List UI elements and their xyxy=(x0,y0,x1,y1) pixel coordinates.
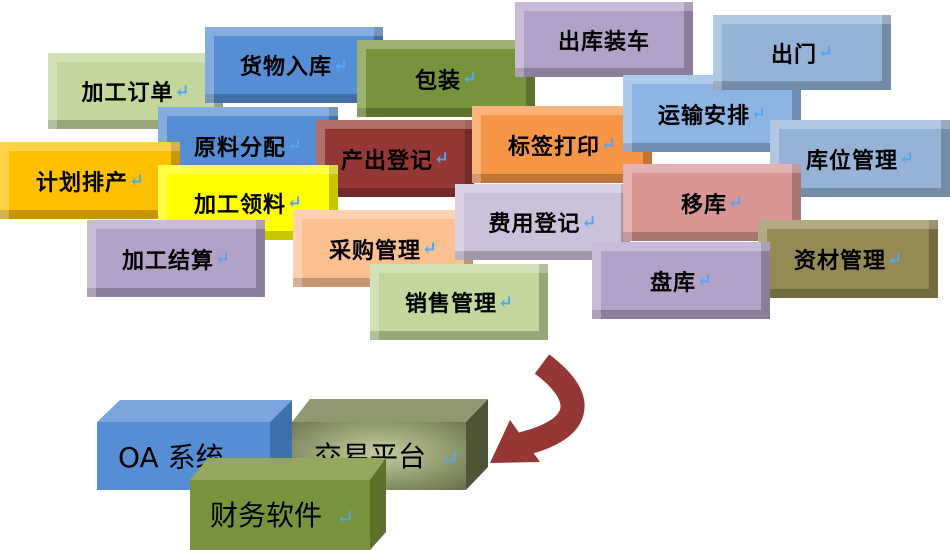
module-chumen: 出门↵ xyxy=(713,15,891,90)
module-panku: 盘库↵ xyxy=(592,242,770,319)
module-label: 标签打印 xyxy=(507,133,600,160)
module-xiaoshou-guanli: 销售管理↵ xyxy=(370,264,548,340)
module-label: 移库 xyxy=(680,191,727,218)
return-mark-icon: ↵ xyxy=(174,80,190,102)
return-mark-icon: ↵ xyxy=(886,248,903,270)
module-zicai-guanli: 资材管理↵ xyxy=(758,220,938,298)
finance-software-block: 财务软件 ↵ xyxy=(190,458,386,550)
curved-arrow-icon xyxy=(490,354,585,463)
return-mark-icon: ↵ xyxy=(581,211,597,233)
finance-software-label: 财务软件 xyxy=(210,499,322,532)
module-label: 销售管理 xyxy=(404,291,497,317)
module-label: 计划排产 xyxy=(35,169,128,196)
return-mark-icon: ↵ xyxy=(898,148,915,169)
return-mark-icon: ↵ xyxy=(286,135,303,156)
return-mark-icon: ↵ xyxy=(421,238,438,259)
module-label: 出门 xyxy=(770,41,817,68)
module-jihua-paichan: 计划排产↵ xyxy=(0,142,180,219)
module-label: 产出登记 xyxy=(340,147,433,174)
module-label: 出库装车 xyxy=(557,28,650,55)
module-label: 货物入库 xyxy=(239,54,332,80)
return-mark-icon: ↵ xyxy=(461,68,478,89)
module-label: 运输安排 xyxy=(657,102,750,129)
return-mark-icon: ↵ xyxy=(128,170,145,191)
return-mark-icon: ↵ xyxy=(817,42,834,63)
module-label: 包装 xyxy=(414,67,461,94)
module-label: 盘库 xyxy=(649,269,696,296)
return-mark-icon: ↵ xyxy=(332,54,349,76)
module-label: 加工领料 xyxy=(193,191,286,218)
module-label: 原料分配 xyxy=(193,134,286,161)
module-chanchu-dengji: 产出登记↵ xyxy=(316,120,474,197)
module-label: 加工结算 xyxy=(121,247,214,274)
return-mark-icon: ↵ xyxy=(600,134,617,155)
return-mark-icon: ↵ xyxy=(214,248,231,269)
module-label: 采购管理 xyxy=(328,237,421,264)
module-huowu-ruku: 货物入库↵ xyxy=(205,27,383,103)
module-chuku-zhuangche: 出库装车 xyxy=(515,2,693,77)
return-mark-icon: ↵ xyxy=(286,192,303,213)
module-biaoqian-dayin: 标签打印↵ xyxy=(472,106,652,183)
oa-system-block: OA 系统 xyxy=(97,400,292,490)
module-jiagong-jiesuan: 加工结算↵ xyxy=(87,220,265,297)
svg-text:↵: ↵ xyxy=(441,447,459,472)
module-label: 加工订单 xyxy=(81,80,174,106)
return-mark-icon: ↵ xyxy=(433,148,450,169)
svg-text:↵: ↵ xyxy=(336,506,354,531)
return-mark-icon: ↵ xyxy=(497,291,514,313)
module-label: 资材管理 xyxy=(793,248,886,274)
return-mark-icon: ↵ xyxy=(750,103,767,124)
return-mark-icon: ↵ xyxy=(727,192,744,213)
module-jiagong-dingdan: 加工订单↵ xyxy=(48,53,223,129)
module-label: 费用登记 xyxy=(488,211,581,237)
return-mark-icon: ↵ xyxy=(696,270,713,291)
module-baozhuang: 包装↵ xyxy=(357,40,535,117)
module-label: 库位管理 xyxy=(805,147,898,174)
